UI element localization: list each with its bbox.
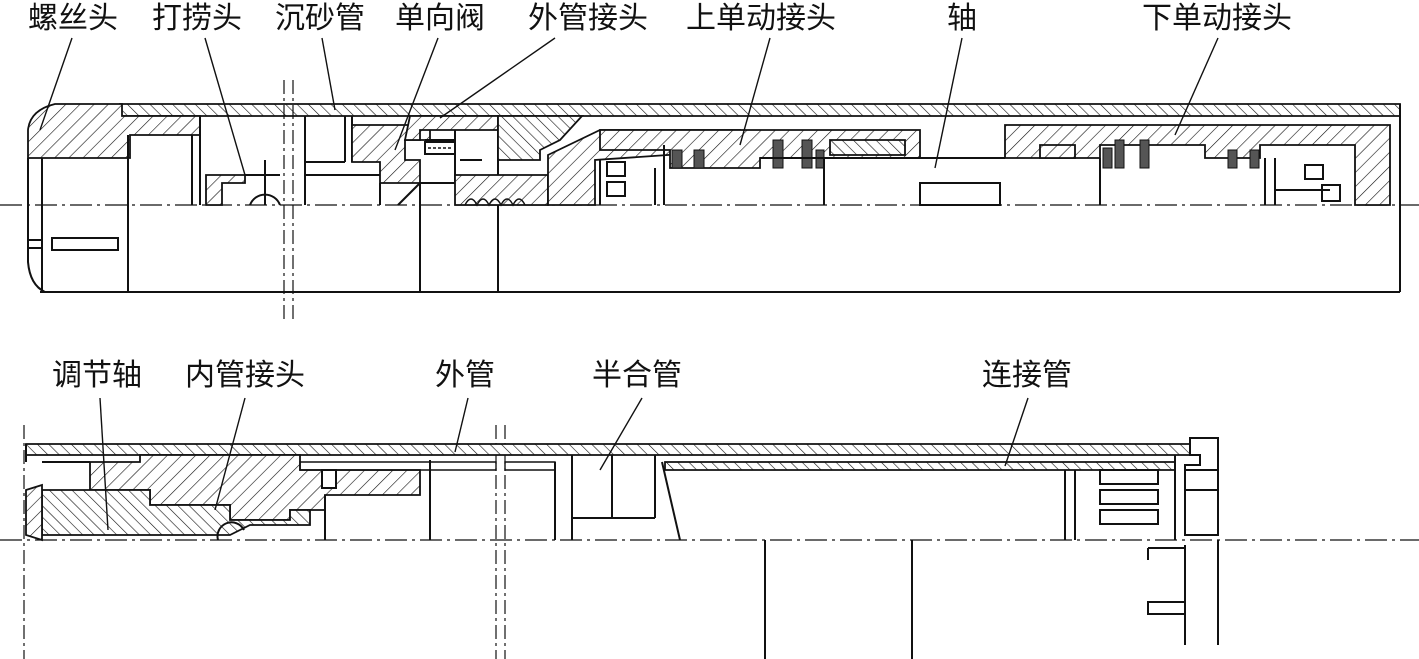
- bottom-leader-lines: [99, 397, 1029, 531]
- label-lower-single-action-joint: 下单动接头: [1142, 1, 1292, 36]
- adjusting-shaft-part: [25, 454, 431, 542]
- top-leader-lines: [39, 37, 1219, 176]
- screw-head-part: [27, 103, 201, 293]
- check-valve-part: [351, 115, 431, 292]
- label-upper-single-action-joint: 上单动接头: [686, 1, 836, 36]
- label-adjusting-shaft: 调节轴: [52, 358, 142, 393]
- label-shaft: 轴: [947, 1, 977, 36]
- split-pipe-part: [299, 455, 681, 541]
- label-screw-head: 螺丝头: [28, 1, 118, 36]
- label-sand-settling-pipe: 沉砂管: [275, 1, 365, 36]
- label-outer-pipe-joint: 外管接头: [528, 1, 648, 36]
- label-fishing-head: 打捞头: [152, 1, 242, 36]
- top-assembly: 螺丝头 打捞头 沉砂管 单向阀 外管接头 上单动接头 轴 下单动接头: [0, 1, 1419, 320]
- connecting-pipe-part: [664, 437, 1219, 645]
- label-connecting-pipe: 连接管: [982, 358, 1072, 393]
- label-inner-pipe-joint: 内管接头: [185, 358, 305, 393]
- label-split-pipe: 半合管: [592, 358, 682, 393]
- label-check-valve: 单向阀: [395, 1, 485, 36]
- fishing-head-part: [199, 116, 281, 206]
- label-outer-pipe: 外管: [435, 358, 495, 393]
- upper-single-joint-part: [599, 129, 921, 205]
- shaft-part: [760, 157, 1005, 206]
- bottom-assembly: 调节轴 内管接头 外管 半合管 连接管: [0, 358, 1419, 659]
- lower-single-joint-part: [1004, 124, 1391, 206]
